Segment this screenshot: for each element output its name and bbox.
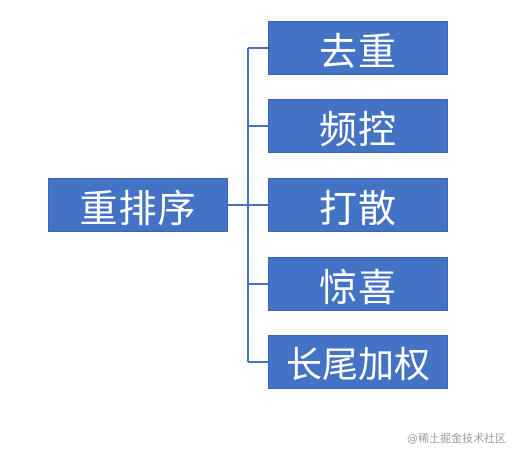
child-node-surprise: 惊喜	[268, 257, 448, 311]
child-node-frequency-control: 频控	[268, 99, 448, 153]
root-node: 重排序	[48, 178, 228, 232]
child-node-shuffle: 打散	[268, 178, 448, 232]
watermark: @稀土掘金技术社区	[407, 432, 506, 445]
child-node-long-tail-weighting: 长尾加权	[268, 335, 448, 389]
child-node-dedup: 去重	[268, 21, 448, 75]
child-node-label: 惊喜	[318, 265, 397, 310]
root-node-label: 重排序	[79, 186, 197, 231]
child-node-label: 去重	[318, 29, 397, 74]
child-node-label: 打散	[318, 186, 397, 231]
child-node-label: 长尾加权	[285, 345, 430, 386]
child-node-label: 频控	[318, 107, 397, 152]
